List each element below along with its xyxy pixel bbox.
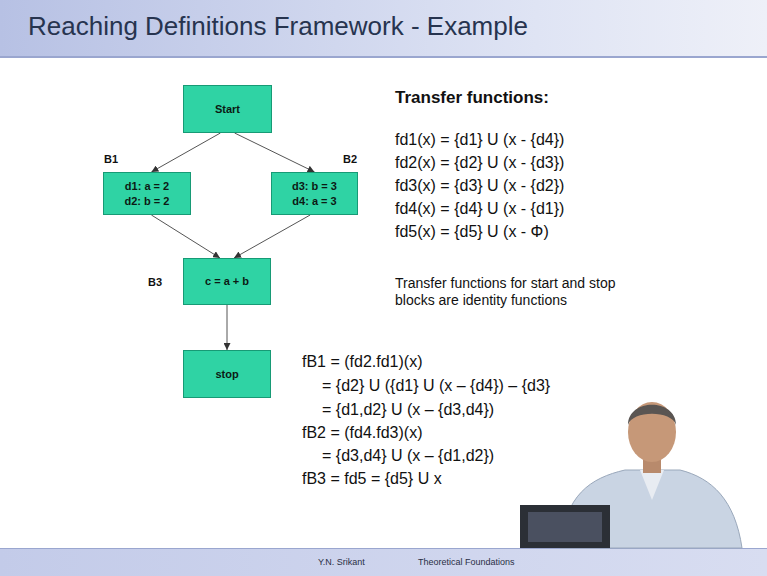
box-text: d2: b = 2 (125, 194, 170, 208)
block-label: B1 (104, 153, 118, 165)
flow-arrow (151, 133, 220, 172)
box-text: c = a + b (205, 274, 249, 288)
flow-arrow (234, 215, 310, 258)
note-text: fB1 = (fd2.fd1)(x) (302, 352, 423, 371)
slide-title: Reaching Definitions Framework - Example (28, 11, 528, 42)
flow-arrow (151, 215, 220, 258)
note-text: = {d1,d2} U (x – {d3,d4}) (322, 400, 494, 419)
box-text: stop (215, 367, 238, 381)
note-text: = {d2} U ({d1} U (x – {d4}) – {d3} (322, 376, 550, 395)
box-text: Start (215, 102, 240, 116)
note-text: fB3 = fd5 = {d5} U x (302, 469, 442, 488)
process-box: Start (183, 85, 272, 133)
note-text: fd2(x) = {d2} U (x - {d3}) (395, 153, 564, 172)
note-text: fB2 = (fd4.fd3)(x) (302, 423, 423, 442)
note-text: fd5(x) = {d5} U (x - Φ) (395, 222, 549, 241)
note-text: Transfer functions: (395, 88, 549, 108)
box-text: d1: a = 2 (125, 179, 169, 193)
block-label: B3 (148, 276, 162, 288)
flow-arrow (227, 305, 228, 350)
footer-text: Theoretical Foundations (418, 557, 515, 568)
note-text: fd3(x) = {d3} U (x - {d2}) (395, 176, 564, 195)
note-text: = {d3,d4} U (x – {d1,d2}) (322, 446, 494, 465)
footer-text: Y.N. Srikant (318, 557, 365, 568)
process-box: B2d3: b = 3d4: a = 3 (271, 172, 358, 215)
process-box: B1d1: a = 2d2: b = 2 (103, 172, 191, 215)
process-box: B3c = a + b (183, 258, 271, 305)
box-text: d4: a = 3 (292, 194, 336, 208)
footer-band (0, 548, 767, 576)
box-text: d3: b = 3 (292, 179, 337, 193)
note-text: fd4(x) = {d4} U (x - {d1}) (395, 199, 564, 218)
note-text: fd1(x) = {d1} U (x - {d4}) (395, 130, 564, 149)
block-label: B2 (343, 153, 357, 165)
note-text: Transfer functions for start and stop bl… (395, 275, 657, 309)
flow-arrow (235, 133, 315, 172)
process-box: stop (183, 350, 271, 398)
